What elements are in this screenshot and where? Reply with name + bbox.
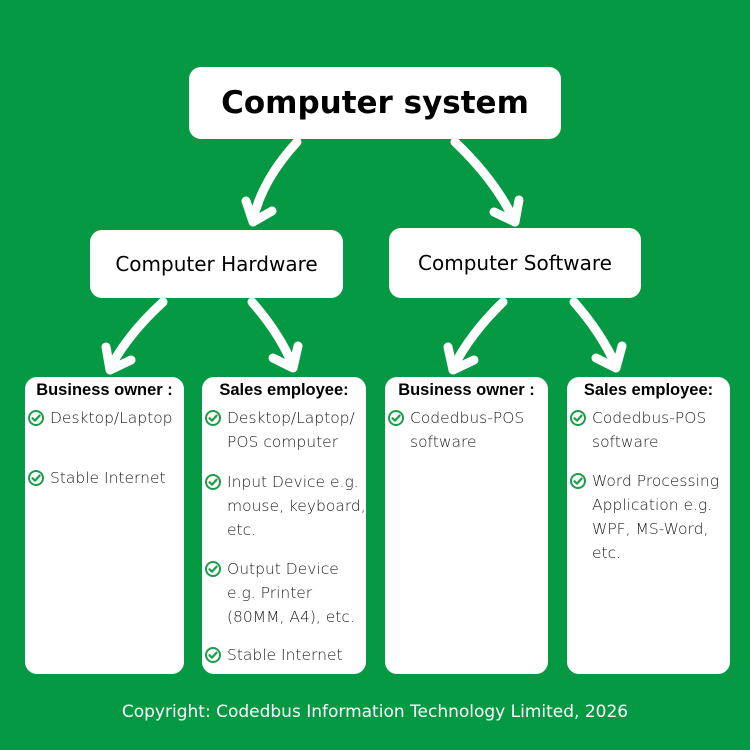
arrowhead-root-to-software: [489, 195, 524, 227]
arrowhead-hardware-to-card-1: [101, 342, 136, 375]
check-circle-icon: [205, 647, 221, 663]
card-software-sales-employee: Sales employee: Codedbus-POS software Wo…: [567, 377, 730, 674]
category-software: Computer Software: [389, 228, 641, 298]
list-item: Codedbus-POS software: [387, 406, 548, 454]
check-circle-icon: [388, 410, 404, 426]
arrow-root-to-software: [450, 137, 519, 225]
list-item: Desktop/Laptop/ POS computer: [204, 406, 366, 454]
check-circle-icon: [205, 474, 221, 490]
arrow-root-to-hardware: [248, 137, 302, 225]
list-item: Stable Internet: [27, 466, 184, 490]
category-hardware-label: Computer Hardware: [115, 252, 318, 276]
check-circle-icon: [570, 473, 586, 489]
list-item-text: Codedbus-POS software: [410, 409, 525, 451]
root-title: Computer system: [221, 85, 529, 121]
root-node: Computer system: [189, 67, 561, 139]
list-item: Input Device e.g. mouse, keyboard, etc.: [204, 470, 366, 542]
card-heading: Sales employee:: [219, 381, 349, 399]
card-heading: Business owner :: [398, 381, 535, 399]
card-heading: Sales employee:: [583, 381, 714, 399]
card-heading: Business owner :: [36, 381, 173, 399]
category-hardware: Computer Hardware: [90, 230, 343, 298]
copyright-footer: Copyright: Codedbus Information Technolo…: [121, 702, 629, 722]
list-item-text: Input Device e.g. mouse, keyboard, etc.: [227, 473, 366, 539]
arrowhead-software-to-card-3: [443, 342, 479, 375]
list-item-text: Stable Internet: [227, 646, 343, 664]
list-item: Desktop/Laptop: [27, 406, 184, 430]
list-item-text: Word Processing Application e.g. WPF, MS…: [592, 472, 719, 562]
list-item-text: Desktop/Laptop: [50, 409, 173, 427]
check-circle-icon: [28, 470, 44, 486]
check-circle-icon: [205, 410, 221, 426]
card-hardware-business-owner: Business owner : Desktop/Laptop Stable I…: [25, 377, 184, 674]
arrow-software-to-card-4: [569, 297, 621, 371]
check-circle-icon: [28, 410, 44, 426]
check-circle-icon: [570, 410, 586, 426]
arrowhead-root-to-hardware: [241, 196, 277, 227]
list-item-text: Desktop/Laptop/ POS computer: [227, 409, 355, 451]
list-item: Output Device e.g. Printer (80MM, A4), e…: [204, 557, 366, 629]
list-item: Codedbus-POS software: [569, 406, 730, 454]
category-software-label: Computer Software: [418, 251, 612, 275]
list-item: Word Processing Application e.g. WPF, MS…: [569, 469, 730, 565]
list-item-text: Stable Internet: [50, 469, 166, 487]
card-hardware-sales-employee: Sales employee: Desktop/Laptop/ POS comp…: [202, 377, 366, 674]
list-item-text: Codedbus-POS software: [592, 409, 707, 451]
arrow-software-to-card-3: [448, 297, 508, 373]
list-item: Stable Internet: [204, 643, 366, 667]
card-software-business-owner: Business owner : Codedbus-POS software: [385, 377, 548, 674]
list-item-text: Output Device e.g. Printer (80MM, A4), e…: [227, 560, 355, 626]
check-circle-icon: [205, 561, 221, 577]
arrow-hardware-to-card-1: [105, 297, 168, 373]
arrowhead-software-to-card-4: [591, 341, 627, 373]
arrowhead-hardware-to-card-2: [268, 341, 303, 373]
